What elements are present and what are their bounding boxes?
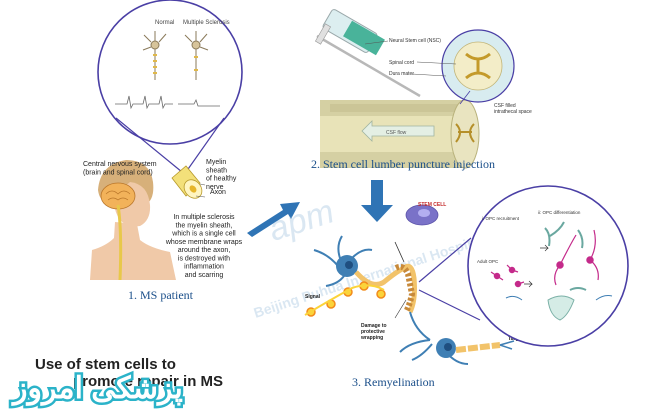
- stem-cell: STEM CELL: [406, 202, 446, 225]
- caption-remyelination: 3. Remyelination: [352, 375, 435, 389]
- watermark-logo: apm: [264, 192, 339, 249]
- caption-injection: 2. Stem cell lumber puncture injection: [311, 157, 495, 171]
- spinal-cross-section: [442, 30, 514, 104]
- opc-differentiation-label: ii: OPC differentiation: [538, 210, 581, 215]
- diagram-title-line: Use of stem cells to: [35, 356, 176, 373]
- ms-label: Multiple Sclerosis: [183, 20, 230, 26]
- patient-illustration: [90, 160, 176, 280]
- caption-ms-patient: 1. MS patient: [128, 288, 194, 302]
- signal-label: Signal: [305, 294, 321, 300]
- myelinated-nerve: [172, 166, 206, 202]
- site-logo-text: پزشکی امروز: [11, 372, 183, 407]
- normal-label: Normal: [155, 20, 174, 26]
- opc-detail-circle: i: OPC recruitment ii: OPC differentiati…: [419, 186, 628, 346]
- arrow-to-remyelination-icon: [361, 180, 393, 222]
- site-logo: پزشکی امروز: [11, 372, 183, 407]
- dura-mater-label: Dura mater: [389, 71, 414, 77]
- stem-cell-label: STEM CELL: [418, 202, 446, 208]
- syringe: [315, 8, 420, 96]
- spinal-cord-label: Spinal cord: [389, 60, 414, 66]
- nsc-label: Neural Stem cell (NSC): [389, 38, 441, 44]
- adult-opc-label: Adult OPC: [477, 259, 499, 264]
- opc-recruitment-label: i: OPC recruitment: [482, 216, 520, 221]
- csf-flow-label: CSF flow: [386, 130, 407, 136]
- cns-label: Central nervous system(brain and spinal …: [83, 161, 157, 176]
- axon-label: Axon: [210, 189, 226, 196]
